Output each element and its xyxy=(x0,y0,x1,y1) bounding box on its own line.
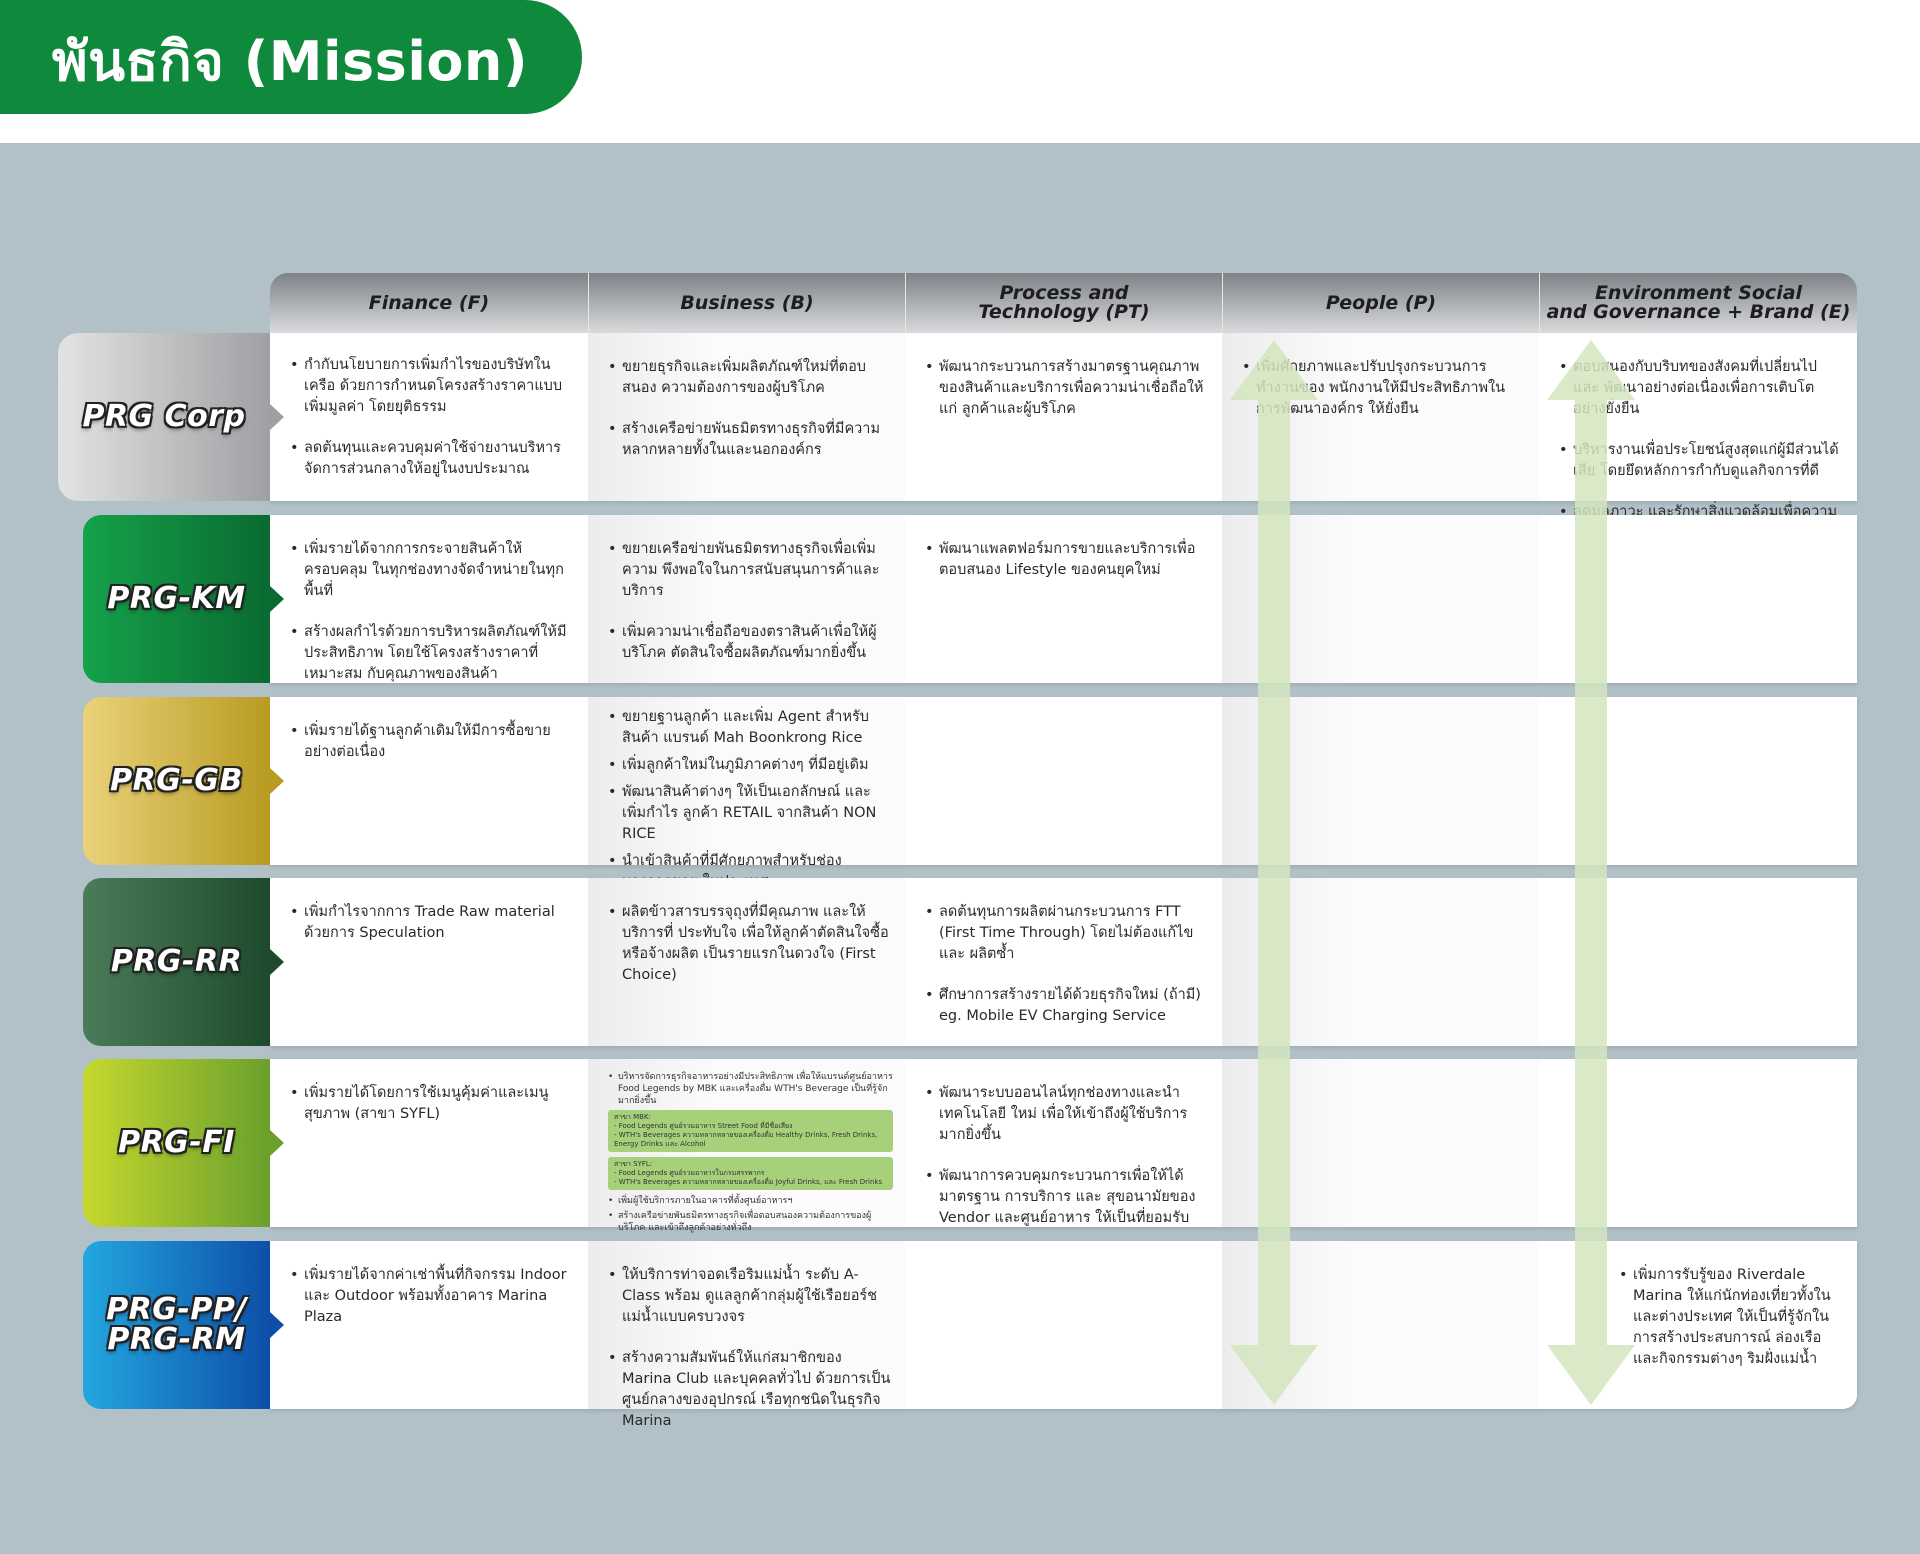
column-header-line1: People (P) xyxy=(1325,291,1437,314)
list-item: บริหารจัดการธุรกิจอาหารอย่างมีประสิทธิภา… xyxy=(608,1071,893,1107)
column-header-line2: Technology (PT) xyxy=(978,301,1150,323)
row-label-line1: PRG-KM xyxy=(107,581,246,616)
row-label-pointer xyxy=(270,1130,284,1156)
cell-r3-c1: เพิ่มรายได้ฐานลูกค้าเดิมให้มีการซื้อขาย … xyxy=(270,697,588,865)
cell-r1-c2: ขยายธุรกิจและเพิ่มผลิตภัณฑ์ใหม่ที่ตอบสนอ… xyxy=(588,333,905,501)
list-item: เพิ่มลูกค้าใหม่ในภูมิภาคต่างๆ ที่มีอยู่เ… xyxy=(608,755,891,776)
list-item: เพิ่มรายได้จากค่าเช่าพื้นที่กิจกรรม Indo… xyxy=(290,1265,574,1328)
list-item: สร้างเครือข่ายพันธมิตรทางธุรกิจเพื่อตอบส… xyxy=(608,1210,893,1234)
list-item: ลดต้นทุนการผลิตผ่านกระบวนการ FTT (First … xyxy=(925,902,1208,965)
cell-r2-c2: ขยายเครือข่ายพันธมิตรทางธุรกิจเพื่อเพิ่ม… xyxy=(588,515,905,683)
list-item: พัฒนาสินค้าต่างๆ ให้เป็นเอกลักษณ์ และเพิ… xyxy=(608,782,891,845)
info-box-line: สาขา SYFL: xyxy=(614,1160,653,1168)
column-header-line1: Business (B) xyxy=(680,291,814,314)
cell-r1-c3: พัฒนากระบวนการสร้างมาตรฐานคุณภาพ ของสินค… xyxy=(905,333,1222,501)
cell-r2-c3: พัฒนาแพลตฟอร์มการขายและบริการเพื่อ ตอบสน… xyxy=(905,515,1222,683)
row-label-pointer xyxy=(270,768,284,794)
list-item: พัฒนาแพลตฟอร์มการขายและบริการเพื่อ ตอบสน… xyxy=(925,539,1208,581)
column-header-line1: Process and xyxy=(999,282,1129,304)
cell-r3-c2: ขยายฐานลูกค้า และเพิ่ม Agent สำหรับสินค้… xyxy=(588,697,905,890)
list-item: สร้างผลกำไรด้วยการบริหารผลิตภัณฑ์ให้มี ป… xyxy=(290,622,574,685)
cell-r6-c2: ให้บริการท่าจอดเรือริมแม่น้ำ ระดับ A-Cla… xyxy=(588,1241,905,1429)
info-box-line: - Food Legends ศูนย์รวมอาหาร Street Food… xyxy=(614,1122,793,1130)
column-header-line2: and Governance + Brand (E) xyxy=(1546,301,1851,323)
row-label-pointer xyxy=(270,404,284,430)
list-item: เพิ่มผู้ใช้บริการภายในอาคารที่ตั้งศูนย์อ… xyxy=(608,1195,893,1207)
list-item: เพิ่มรายได้จากการกระจายสินค้าให้ครอบคลุม… xyxy=(290,539,574,602)
row-label-3: PRG-GB xyxy=(83,697,284,865)
row-label-pointer xyxy=(270,586,284,612)
list-item: เพิ่มศักยภาพและปรับปรุงกระบวนการทำงานของ… xyxy=(1242,357,1525,420)
row-label-line1: PRG-RR xyxy=(110,944,243,979)
info-box-line: สาขา MBK: xyxy=(614,1113,651,1121)
info-box-line: - WTH's Beverages ความหลากหลายของเครื่อง… xyxy=(614,1131,878,1148)
column-header-line1: Environment Social xyxy=(1594,282,1803,304)
cell-r5-c3: พัฒนาระบบออนไลน์ทุกช่องทางและนำเทคโนโลยี… xyxy=(905,1059,1222,1227)
row-label-5: PRG-FI xyxy=(83,1059,284,1227)
list-item: ขยายเครือข่ายพันธมิตรทางธุรกิจเพื่อเพิ่ม… xyxy=(608,539,891,602)
list-item: ขยายธุรกิจและเพิ่มผลิตภัณฑ์ใหม่ที่ตอบสนอ… xyxy=(608,357,891,399)
esg-span-arrow-icon xyxy=(1547,340,1635,1405)
list-item: เพิ่มกำไรจากการ Trade Raw material ด้วยก… xyxy=(290,902,574,944)
cell-r1-c1: กำกับนโยบายการเพิ่มกำไรของบริษัทในเครือ … xyxy=(270,333,588,501)
row-label-2: PRG-KM xyxy=(83,515,284,683)
info-box-line: - WTH's Beverages ความหลากหลายของเครื่อง… xyxy=(614,1178,883,1186)
list-item: ลดต้นทุนและควบคุมค่าใช้จ่ายงานบริหาร จัด… xyxy=(290,438,574,480)
column-header-line1: Finance (F) xyxy=(368,291,490,314)
list-item: พัฒนากระบวนการสร้างมาตรฐานคุณภาพ ของสินค… xyxy=(925,357,1208,420)
column-header-2: Business (B) xyxy=(588,273,905,333)
list-item: ให้บริการท่าจอดเรือริมแม่น้ำ ระดับ A-Cla… xyxy=(608,1265,891,1328)
page-title: พันธกิจ (Mission) xyxy=(52,30,529,93)
row-label-pointer xyxy=(270,1312,284,1338)
row-label-1: PRG Corp xyxy=(58,333,284,501)
list-item: ขยายฐานลูกค้า และเพิ่ม Agent สำหรับสินค้… xyxy=(608,707,891,749)
column-header-1: Finance (F) xyxy=(270,273,588,333)
row-label-line1: PRG-GB xyxy=(110,763,243,798)
cell-r4-c3: ลดต้นทุนการผลิตผ่านกระบวนการ FTT (First … xyxy=(905,878,1222,1046)
info-box: สาขา MBK:- Food Legends ศูนย์รวมอาหาร St… xyxy=(608,1110,893,1152)
row-label-6: PRG-PP/PRG-RM xyxy=(83,1241,284,1409)
cell-r4-c1: เพิ่มกำไรจากการ Trade Raw material ด้วยก… xyxy=(270,878,588,1046)
list-item: ตอบสนองกับบริบทของสังคมที่เปลี่ยนไปและ พ… xyxy=(1559,357,1843,420)
list-item: สร้างเครือข่ายพันธมิตรทางธุรกิจที่มีความ… xyxy=(608,419,891,461)
row-label-pointer xyxy=(270,949,284,975)
list-item: ผลิตข้าวสารบรรจุถุงที่มีคุณภาพ และให้บริ… xyxy=(608,902,891,986)
list-item: ศึกษาการสร้างรายได้ด้วยธุรกิจใหม่ (ถ้ามี… xyxy=(925,985,1208,1027)
list-item: เพิ่มรายได้ฐานลูกค้าเดิมให้มีการซื้อขาย … xyxy=(290,721,574,763)
info-box-line: - Food Legends ศูนย์รวมอาหารในกรมสรรพากร xyxy=(614,1169,765,1177)
list-item: กำกับนโยบายการเพิ่มกำไรของบริษัทในเครือ … xyxy=(290,355,574,418)
row-label-line1: PRG-FI xyxy=(118,1125,235,1160)
list-item: บริหารงานเพื่อประโยชน์สูงสุดแก่ผู้มีส่วน… xyxy=(1559,440,1843,482)
cell-r6-c5: เพิ่มการรับรู้ของ Riverdale Marina ให้แก… xyxy=(1539,1241,1857,1409)
row-label-4: PRG-RR xyxy=(83,878,284,1046)
people-span-arrow-icon xyxy=(1230,340,1318,1405)
list-item: เพิ่มรายได้โดยการใช้เมนูคุ้มค่าและเมนูสุ… xyxy=(290,1083,574,1125)
row-label-line1: PRG Corp xyxy=(82,399,246,434)
row-label-line1: PRG-PP/ xyxy=(106,1292,247,1327)
info-box: สาขา SYFL:- Food Legends ศูนย์รวมอาหารใน… xyxy=(608,1157,893,1190)
list-item: เพิ่มความน่าเชื่อถือของตราสินค้าเพื่อให้… xyxy=(608,622,891,664)
column-header-4: People (P) xyxy=(1222,273,1539,333)
row-label-line2: PRG-RM xyxy=(107,1322,246,1357)
title-banner: พันธกิจ (Mission) xyxy=(0,0,582,114)
cell-r5-c1: เพิ่มรายได้โดยการใช้เมนูคุ้มค่าและเมนูสุ… xyxy=(270,1059,588,1227)
list-item: พัฒนาระบบออนไลน์ทุกช่องทางและนำเทคโนโลยี… xyxy=(925,1083,1208,1146)
list-item: สร้างความสัมพันธ์ให้แก่สมาชิกของ Marina … xyxy=(608,1348,891,1432)
cell-r3-c3 xyxy=(905,697,1222,865)
list-item: เพิ่มการรับรู้ของ Riverdale Marina ให้แก… xyxy=(1619,1265,1843,1370)
cell-r6-c3 xyxy=(905,1241,1222,1409)
cell-r5-c2: บริหารจัดการธุรกิจอาหารอย่างมีประสิทธิภา… xyxy=(588,1059,905,1233)
list-item: พัฒนาการควบคุมกระบวนการเพื่อให้ได้มาตรฐา… xyxy=(925,1166,1208,1229)
cell-r4-c2: ผลิตข้าวสารบรรจุถุงที่มีคุณภาพ และให้บริ… xyxy=(588,878,905,1046)
cell-r6-c1: เพิ่มรายได้จากค่าเช่าพื้นที่กิจกรรม Indo… xyxy=(270,1241,588,1409)
cell-r2-c1: เพิ่มรายได้จากการกระจายสินค้าให้ครอบคลุม… xyxy=(270,515,588,683)
